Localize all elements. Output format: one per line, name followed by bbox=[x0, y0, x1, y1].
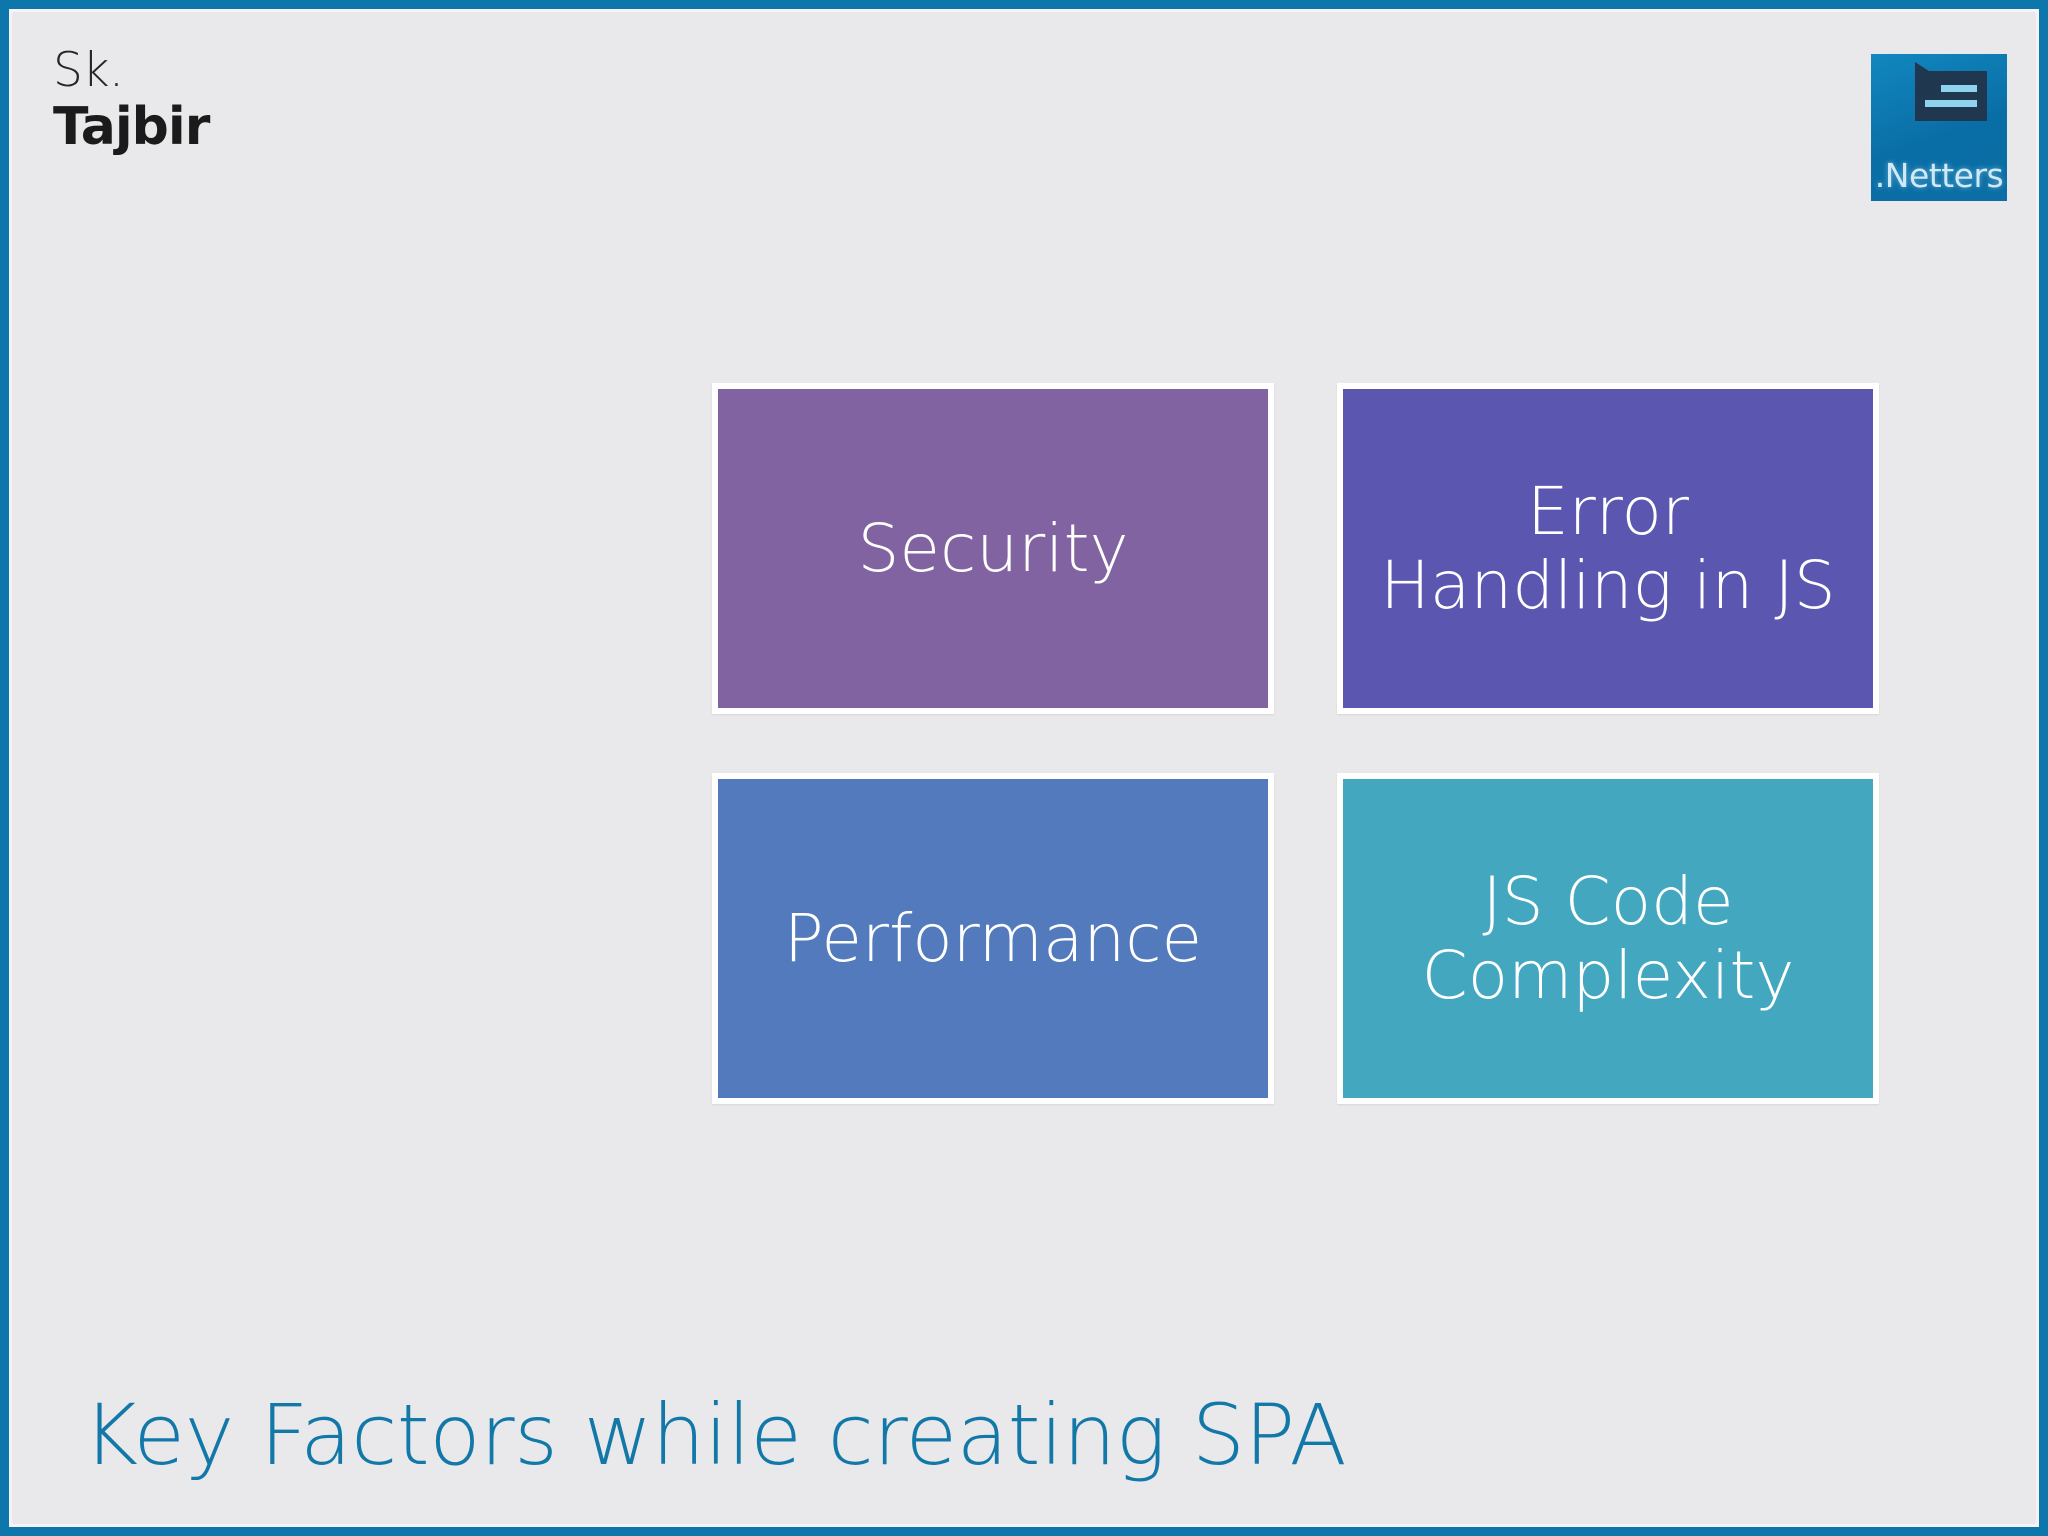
speech-bubble-line-2 bbox=[1925, 100, 1977, 107]
factor-card-label: Performance bbox=[783, 899, 1203, 977]
key-factors-grid: Security Error Handling in JS Performanc… bbox=[712, 383, 1879, 1104]
slide-canvas: Sk. Tajbir .Netters Security Error Handl… bbox=[9, 9, 2039, 1527]
factor-card-label: Error Handling in JS bbox=[1380, 472, 1836, 624]
speech-bubble-icon bbox=[1915, 62, 1987, 121]
brand-name-label: .Netters bbox=[1874, 156, 2004, 195]
factor-card-security: Security bbox=[712, 383, 1274, 714]
factor-card-error-handling: Error Handling in JS bbox=[1337, 383, 1879, 714]
slide-title: Key Factors while creating SPA bbox=[83, 1385, 1347, 1484]
author-logo-line1: Sk. bbox=[53, 43, 124, 98]
factor-card-label: Security bbox=[857, 509, 1129, 587]
author-logo-line2: Tajbir bbox=[53, 97, 210, 157]
speech-bubble-line-1 bbox=[1941, 85, 1977, 92]
brand-badge: .Netters bbox=[1871, 54, 2007, 201]
author-logo: Sk. Tajbir bbox=[53, 43, 210, 157]
factor-card-performance: Performance bbox=[712, 773, 1274, 1104]
factor-card-label: JS Code Complexity bbox=[1421, 862, 1795, 1014]
factor-card-js-complexity: JS Code Complexity bbox=[1337, 773, 1879, 1104]
